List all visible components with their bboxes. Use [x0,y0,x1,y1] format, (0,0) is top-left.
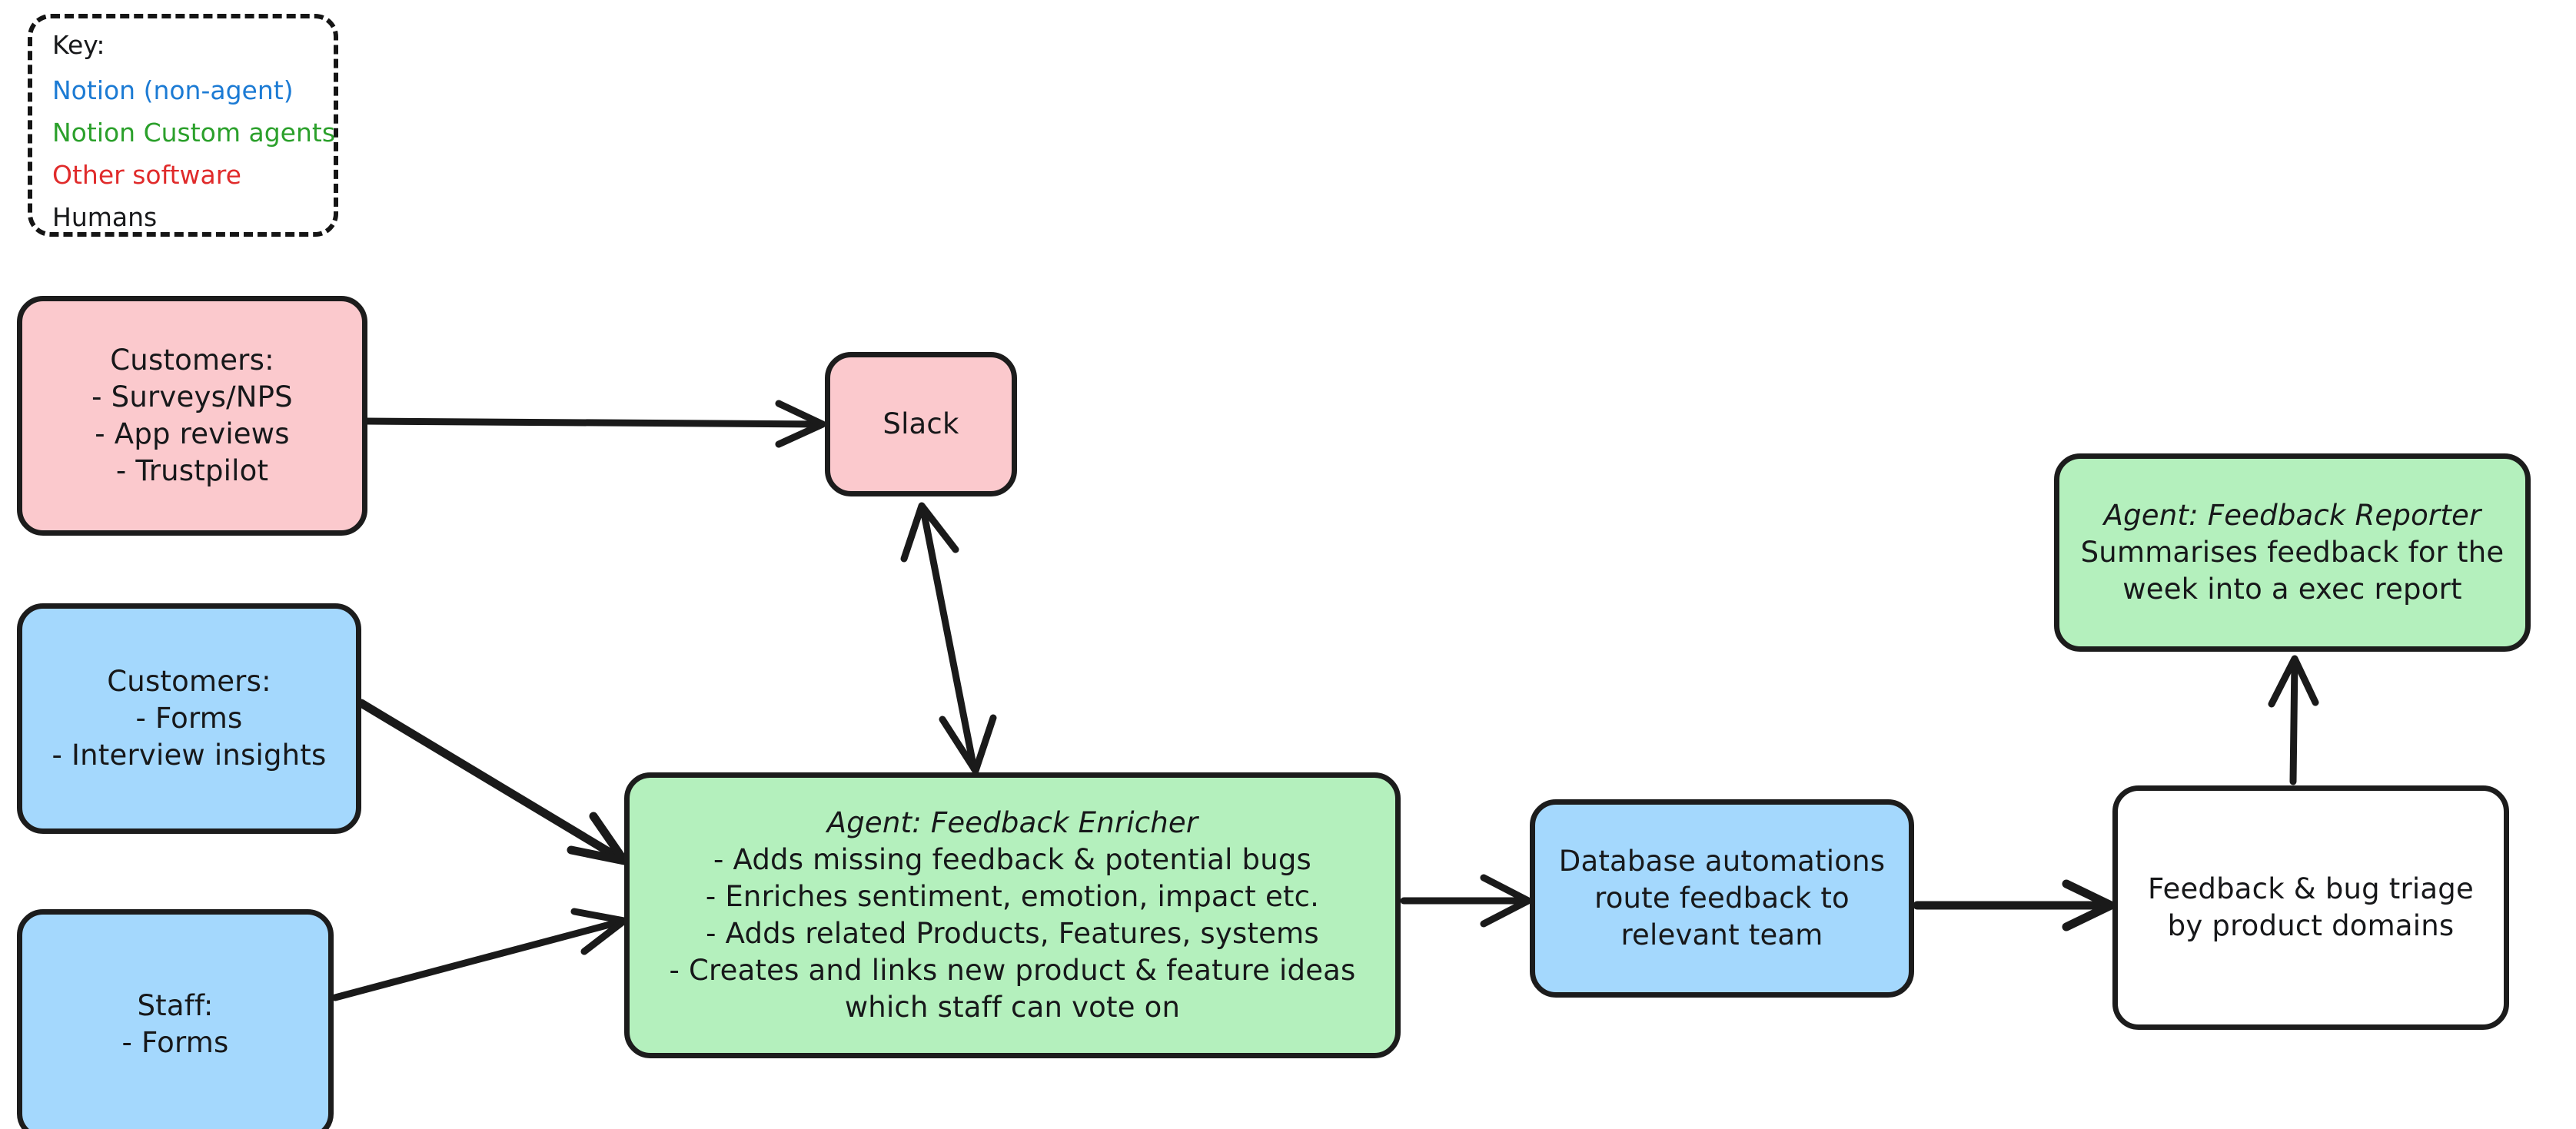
legend-item-other-software: Other software [52,160,241,190]
node-line: which staff can vote on [844,991,1181,1024]
node-line: - App reviews [95,417,290,450]
legend-key: Key: Notion (non-agent) Notion Custom ag… [28,14,338,237]
edge-db-automations-to-triage [1913,879,2116,931]
node-line: Feedback & bug triage [2148,872,2474,905]
node-line: Slack [882,407,959,440]
node-line: Database automations [1558,844,1886,878]
legend-item-notion-custom-agents: Notion Custom agents [52,118,336,148]
legend-item-notion-non-agent: Notion (non-agent) [52,75,294,105]
node-slack[interactable]: Slack [825,352,1017,496]
node-line: - Enriches sentiment, emotion, impact et… [705,879,1320,913]
legend-title: Key: [52,30,105,60]
node-line: Customers: [107,664,271,698]
node-line: by product domains [2167,909,2455,942]
node-line: - Forms [121,1026,229,1059]
node-line: - Adds related Products, Features, syste… [706,917,1319,950]
edge-enricher-to-db-automations [1400,874,1532,928]
node-staff[interactable]: Staff: - Forms [17,909,334,1129]
legend-item-humans: Humans [52,202,158,232]
edge-customers-pink-to-slack [362,400,826,448]
edge-customers-blue-to-enricher [357,699,629,865]
node-line: - Surveys/NPS [91,380,293,413]
edge-staff-to-enricher [331,908,628,1001]
edge-triage-to-reporter [2268,655,2319,785]
node-line: - Trustpilot [115,454,269,488]
node-line: relevant team [1620,918,1823,952]
node-agent-feedback-enricher[interactable]: Agent: Feedback Enricher - Adds missing … [624,772,1401,1058]
node-line: Summarises feedback for the [2080,535,2505,569]
node-line: Agent: Feedback Enricher [826,805,1198,839]
node-line: Staff: [137,988,214,1022]
node-line: - Interview insights [52,739,327,772]
node-line: week into a exec report [2122,573,2462,606]
node-line: - Adds missing feedback & potential bugs [713,842,1312,876]
node-line: - Creates and links new product & featur… [669,954,1356,988]
edge-slack-to-enricher [900,502,997,775]
node-customers-forms[interactable]: Customers: - Forms - Interview insights [17,603,361,834]
node-database-automations[interactable]: Database automations route feedback to r… [1530,799,1914,998]
node-agent-feedback-reporter[interactable]: Agent: Feedback Reporter Summarises feed… [2054,453,2531,652]
node-line: Customers: [110,343,274,377]
node-line: route feedback to [1594,881,1850,915]
node-feedback-bug-triage[interactable]: Feedback & bug triage by product domains [2112,785,2509,1030]
node-line: Agent: Feedback Reporter [2103,498,2481,532]
node-line: - Forms [135,701,243,735]
node-customers-surveys[interactable]: Customers: - Surveys/NPS - App reviews -… [17,296,367,536]
